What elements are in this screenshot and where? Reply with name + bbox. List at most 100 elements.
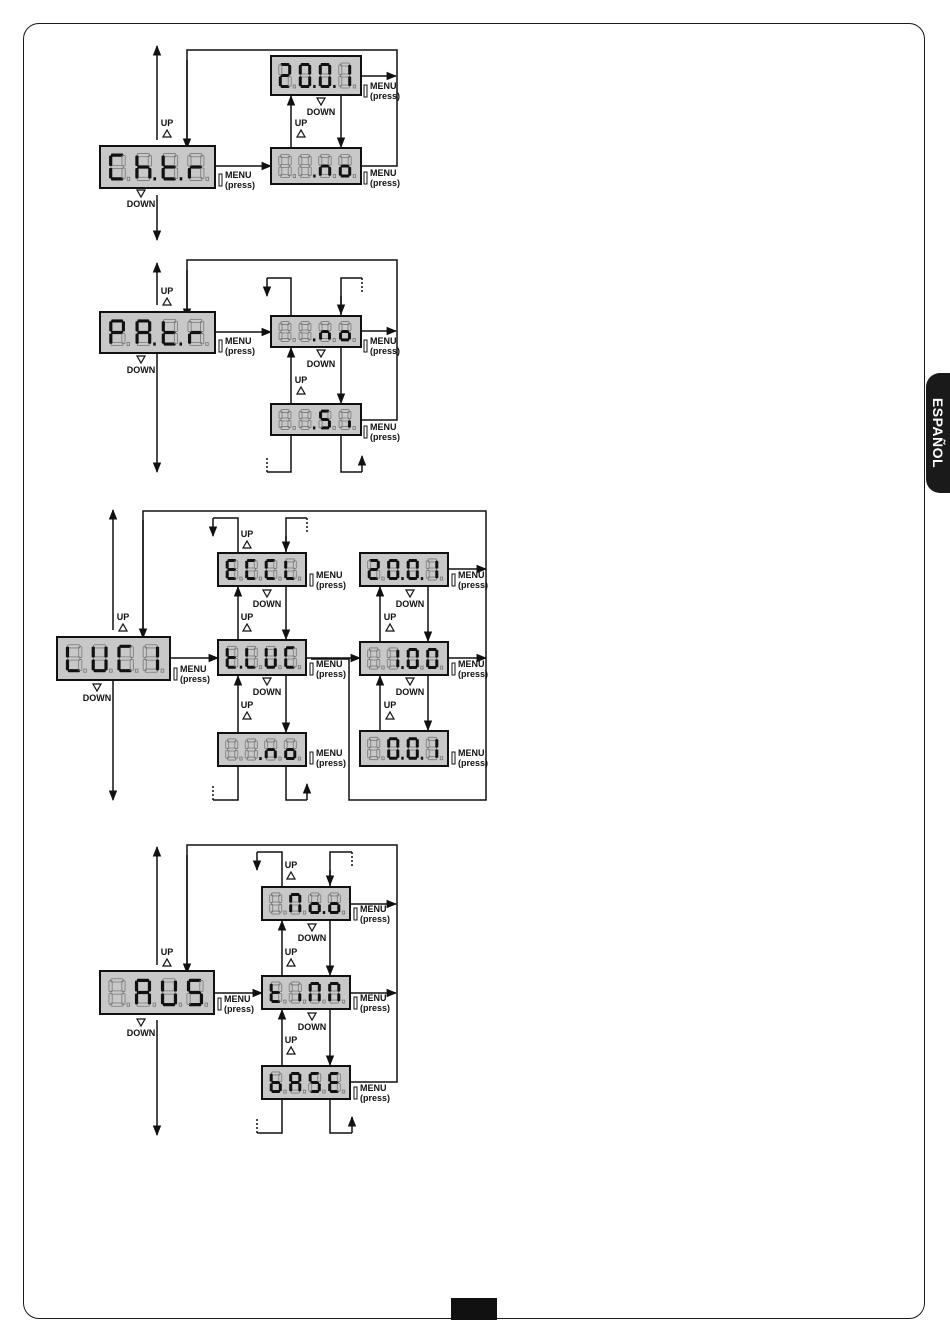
segment [330,1081,339,1084]
segment [330,1090,339,1094]
segment [369,558,378,562]
segment [318,76,322,87]
segment [121,167,126,179]
segment [266,567,276,572]
segment [269,993,273,1002]
segment [280,84,290,88]
segment [298,410,303,420]
menu-label: MENU [370,422,397,432]
segment [338,166,342,176]
decimal-point [283,1089,287,1094]
segment [186,993,191,1005]
decimal-point [352,426,356,430]
down-label: DOWN [83,693,112,703]
segment [271,1090,280,1094]
menu-button-icon [451,662,456,676]
segment [328,993,332,1002]
segment [338,76,343,87]
segment [336,1083,341,1092]
segment [163,177,176,181]
decimal-point [239,576,243,581]
up-triangle-icon [285,957,297,967]
segment [308,993,312,1002]
segment [387,570,391,579]
segment [142,659,147,671]
segment [278,1073,283,1082]
decimal-point [126,176,131,181]
segment [129,659,134,671]
segment [308,1083,313,1092]
segment [320,418,330,421]
segment [119,669,132,673]
display-frame [270,403,362,436]
segment [280,164,290,168]
segment [246,655,256,660]
menu-button-icon [218,339,223,353]
segment [389,756,398,760]
segment [161,167,165,179]
display-value: ECCL [261,573,264,575]
segment [415,739,419,748]
segment [386,649,391,658]
segment [65,659,70,671]
segment [284,750,288,759]
menu-label: MENU [370,81,397,91]
segment [188,978,202,982]
segment [290,990,300,995]
segment [338,410,343,420]
segment [121,993,126,1005]
press-label: (press) [458,758,488,768]
press-label: (press) [370,346,400,356]
segment [271,901,281,906]
segment [307,322,312,332]
segment [225,740,230,749]
press-label: (press) [316,758,346,768]
display-option-luci-1: ECCL [217,552,307,587]
segment [283,740,288,749]
segment [425,570,430,579]
segment [425,749,430,759]
segment [273,560,278,569]
flow-line [257,851,283,887]
decimal-point [381,576,385,581]
segment [271,1081,280,1084]
segment [340,417,350,422]
segment [292,658,297,668]
up-label: UP [285,1035,298,1045]
segment [389,737,398,741]
menu-button-icon [363,425,368,439]
menu-button-icon [451,751,456,765]
segment [320,164,330,168]
segment [269,983,273,992]
decimal-point [297,665,302,670]
segment [266,577,275,581]
segment [225,750,230,759]
segment [330,911,339,915]
segment [234,658,239,668]
segment [278,993,283,1002]
segment [427,746,437,751]
segment [347,332,351,340]
segment [227,568,236,571]
flow-line [267,277,292,316]
flow-line [213,517,239,553]
decimal-point [332,426,336,430]
segment [187,155,192,167]
menu-button-icon [309,662,314,676]
menu-button-icon [217,997,222,1011]
segment [117,659,121,671]
segment [200,320,205,332]
down-label: DOWN [127,199,156,209]
segment [308,76,312,87]
decimal-point [292,426,296,430]
segment [289,904,293,913]
decimal-point [278,576,282,581]
decimal-point [179,342,183,346]
display-option-aus-2: tiMM [261,975,351,1010]
segment [227,558,236,562]
down-triangle-icon [306,923,318,933]
up-triangle-icon [241,622,253,632]
segment [387,749,391,758]
segment [118,656,132,661]
decimal-point [312,426,316,430]
